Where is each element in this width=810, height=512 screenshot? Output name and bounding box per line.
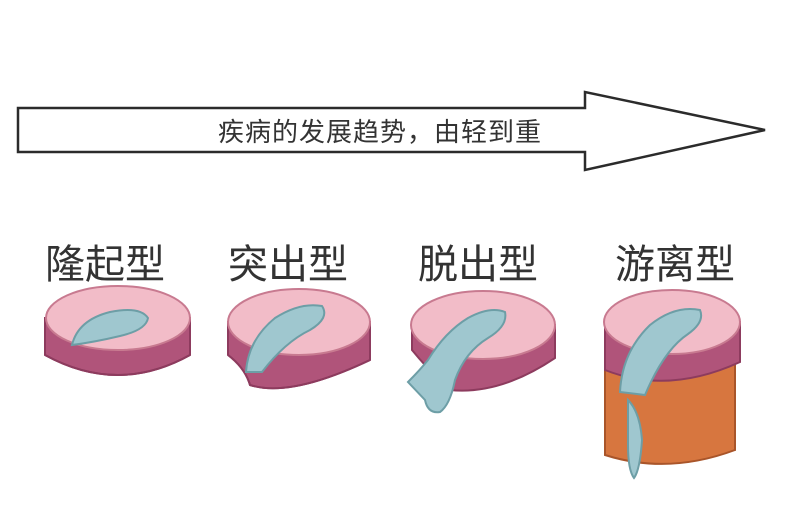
nucleus [406, 309, 507, 414]
progression-label: 疾病的发展趋势，由轻到重 [217, 118, 542, 148]
disc-illustration-protrusion [227, 288, 371, 390]
sequestered-fragment [627, 397, 644, 480]
stage-label-sequestration: 游离型 [615, 242, 735, 288]
nucleus [70, 309, 150, 347]
disc-illustration-extrusion [406, 290, 556, 414]
nucleus [618, 308, 703, 397]
stage-label-extrusion: 脱出型 [418, 242, 538, 288]
disc-illustration-sequestration [603, 289, 741, 480]
nucleus [244, 304, 326, 373]
stage-label-bulge: 隆起型 [45, 242, 165, 288]
stage-label-protrusion: 突出型 [228, 242, 348, 288]
progression-arrow [16, 90, 766, 172]
disc-illustration-bulge [44, 285, 191, 376]
